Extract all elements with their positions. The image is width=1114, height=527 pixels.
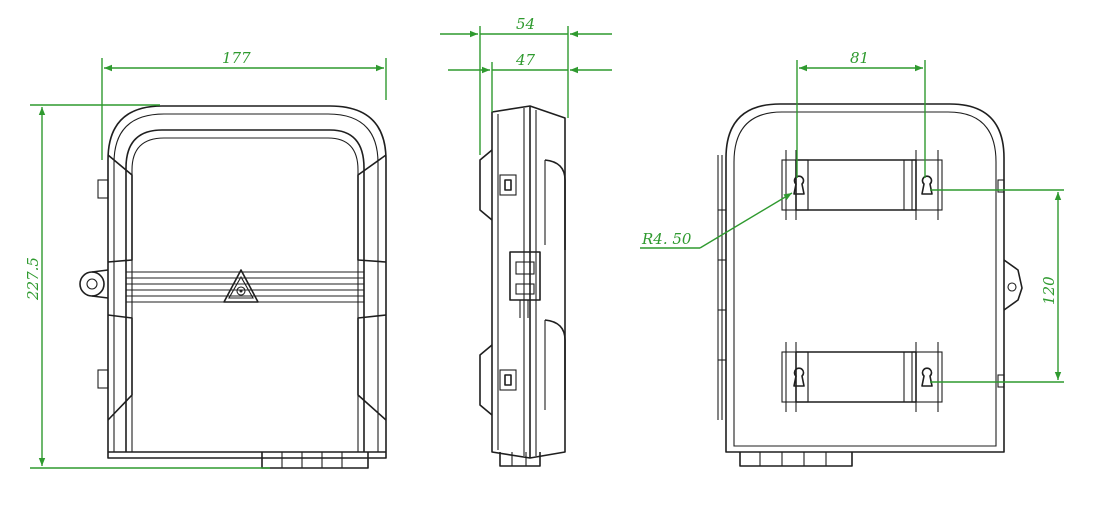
dimension-keyhole-radius: R4. 50 — [640, 192, 793, 249]
top-mounting-bracket — [781, 150, 943, 220]
dim-label-r4-50: R4. 50 — [641, 230, 692, 248]
keyhole-left-bottom — [793, 367, 805, 387]
dimension-depth-47: 47 — [448, 51, 612, 112]
side-view — [479, 105, 566, 467]
dimension-width-177: 177 — [101, 49, 387, 160]
keyhole-right-top — [921, 175, 933, 195]
bottom-mounting-bracket — [781, 342, 943, 412]
dim-label-47: 47 — [515, 51, 536, 69]
laser-warning-triangle-icon — [223, 269, 259, 303]
dim-label-81: 81 — [850, 49, 869, 67]
dim-label-54: 54 — [516, 15, 535, 33]
keyhole-left-top — [793, 175, 805, 195]
dimension-hole-spacing-81: 81 — [796, 49, 926, 178]
dimension-depth-54: 54 — [440, 15, 612, 155]
dimension-hole-spacing-120: 120 — [930, 189, 1064, 383]
keyhole-right-bottom — [921, 367, 933, 387]
dim-label-177: 177 — [222, 49, 251, 67]
dimension-height-227-5: 227.5 — [24, 104, 270, 469]
dim-label-120: 120 — [1040, 276, 1058, 305]
front-view — [79, 105, 387, 469]
dim-label-227-5: 227.5 — [24, 257, 42, 301]
back-view — [717, 103, 1023, 467]
